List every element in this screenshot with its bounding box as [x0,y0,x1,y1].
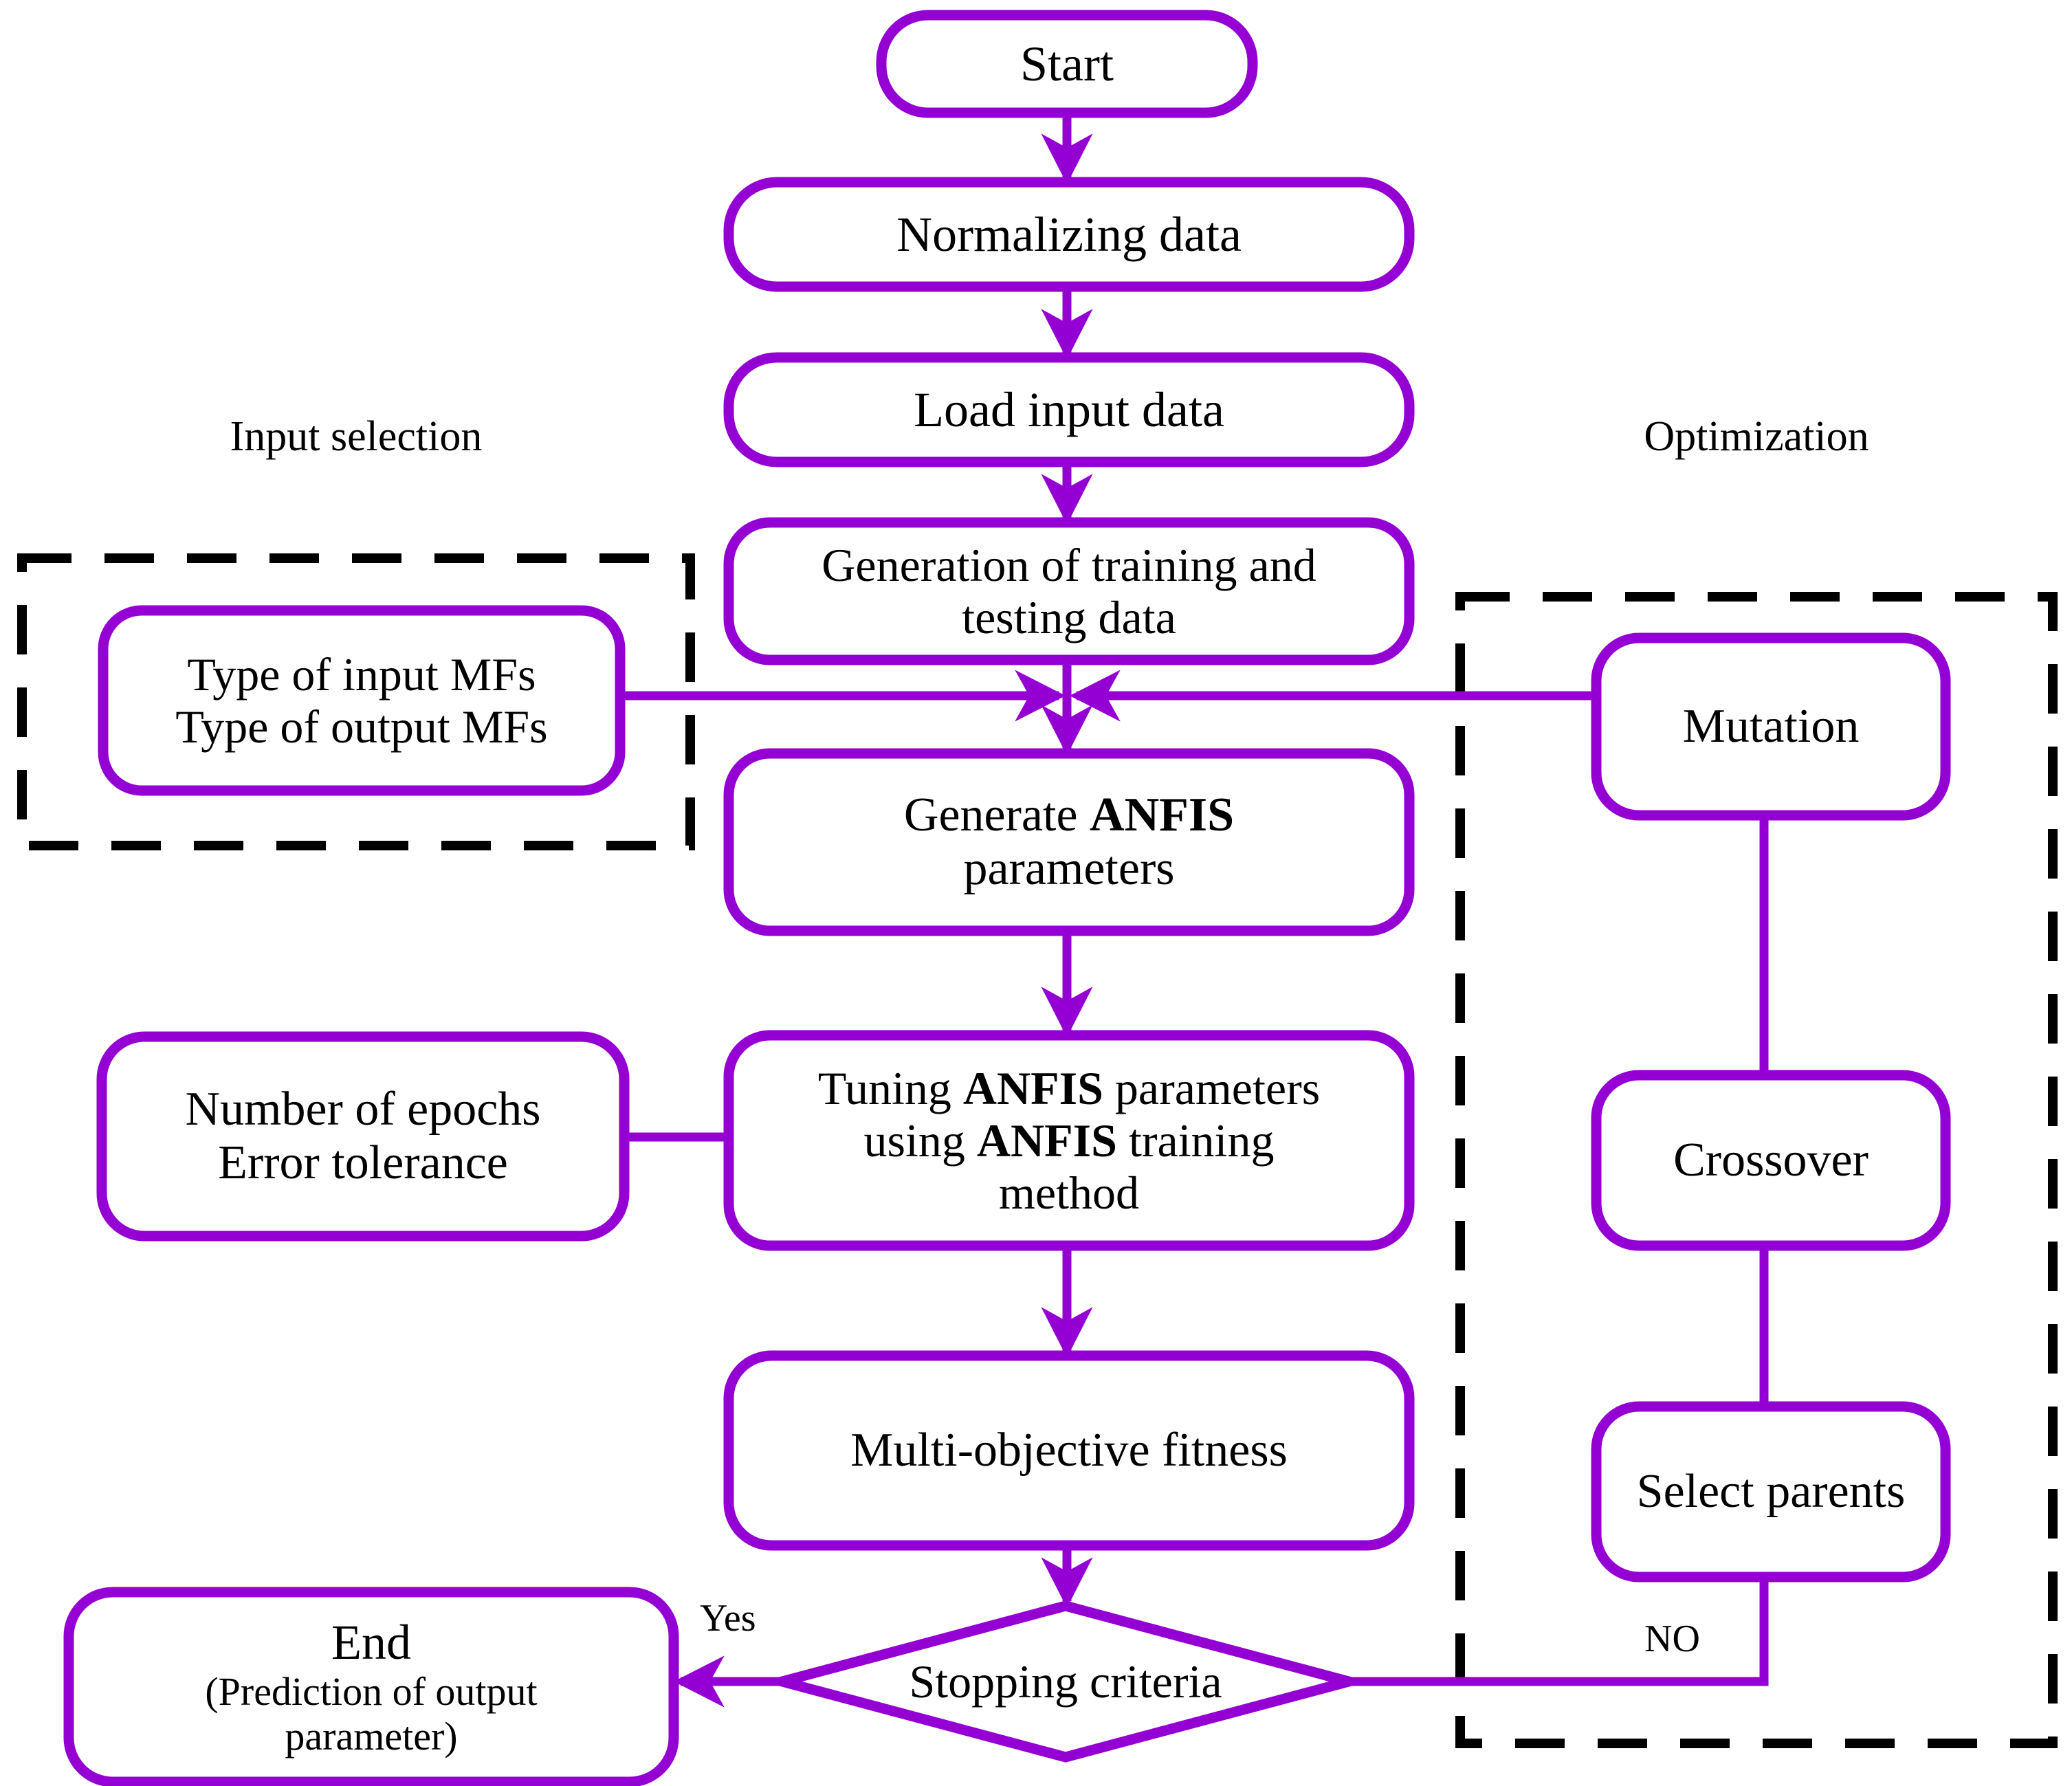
mutation-box [1591,632,1951,821]
mf-types-box [98,605,626,796]
input-selection-title: Input selection [230,413,483,460]
generation-box [723,517,1415,665]
tuning-anfis-box [723,1030,1415,1251]
generate-anfis-box [723,748,1415,936]
normalizing-box [723,177,1415,292]
edge-stopping-no-loop [1349,1577,1769,1686]
fitness-box [723,1350,1415,1551]
input-selection-frame [17,553,695,850]
stopping-criteria-diamond [762,1600,1369,1763]
load-input-box [723,352,1415,467]
optimization-title: Optimization [1644,413,1869,460]
crossover-box [1591,1070,1951,1251]
edge-label-no: NO [1644,1618,1700,1660]
optimization-frame [1455,592,2058,1748]
edge-label-yes: Yes [700,1597,756,1640]
end-box [63,1587,679,1786]
select-parents-box [1591,1401,1951,1583]
epochs-box [96,1031,630,1242]
start-box [876,10,1258,118]
